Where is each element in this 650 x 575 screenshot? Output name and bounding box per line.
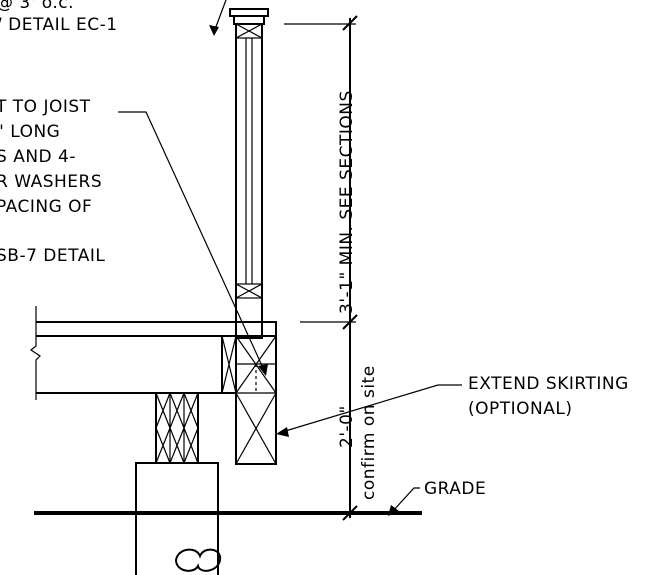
skirting-arrowhead (276, 427, 289, 437)
skirting-post-block (235, 321, 277, 465)
rim-joist (221, 335, 237, 394)
note-bolt-leader (118, 111, 265, 371)
callout-grade: GRADE (424, 479, 486, 499)
grade-leader (391, 487, 420, 513)
dimension-lines (284, 15, 358, 521)
dimension-confirm: confirm on site (359, 365, 379, 500)
pier-footing (135, 462, 222, 575)
dimension-lower: 2'-0" (337, 405, 357, 448)
callout-skirting-line2: (OPTIONAL) (468, 399, 573, 419)
note-top-line1: @ 3' o.c. (0, 0, 74, 13)
grade-arrowhead (388, 505, 399, 516)
note-bolt-line5: PACING OF (0, 197, 92, 217)
note-top-line2: / DETAIL EC-1 (0, 15, 118, 35)
dimension-upper: 3'-1" MIN. SEE SECTIONS (337, 90, 357, 314)
note-bolt-line1: T TO JOIST (0, 97, 91, 117)
callout-skirting-line1: EXTEND SKIRTING (468, 374, 629, 394)
note-bolt-line4: R WASHERS (0, 172, 102, 192)
note-bolt-line3: S AND 4- (0, 147, 76, 167)
note-top-arrowhead (209, 25, 219, 36)
guard-post (229, 8, 269, 339)
note-bolt-line2: " LONG (0, 122, 60, 142)
note-bolt-line6: SB-7 DETAIL (0, 246, 105, 266)
skirting-leader (281, 384, 462, 433)
deck-floor (29, 306, 277, 400)
note-bolt-arrowhead (258, 364, 268, 376)
support-post (155, 392, 199, 464)
